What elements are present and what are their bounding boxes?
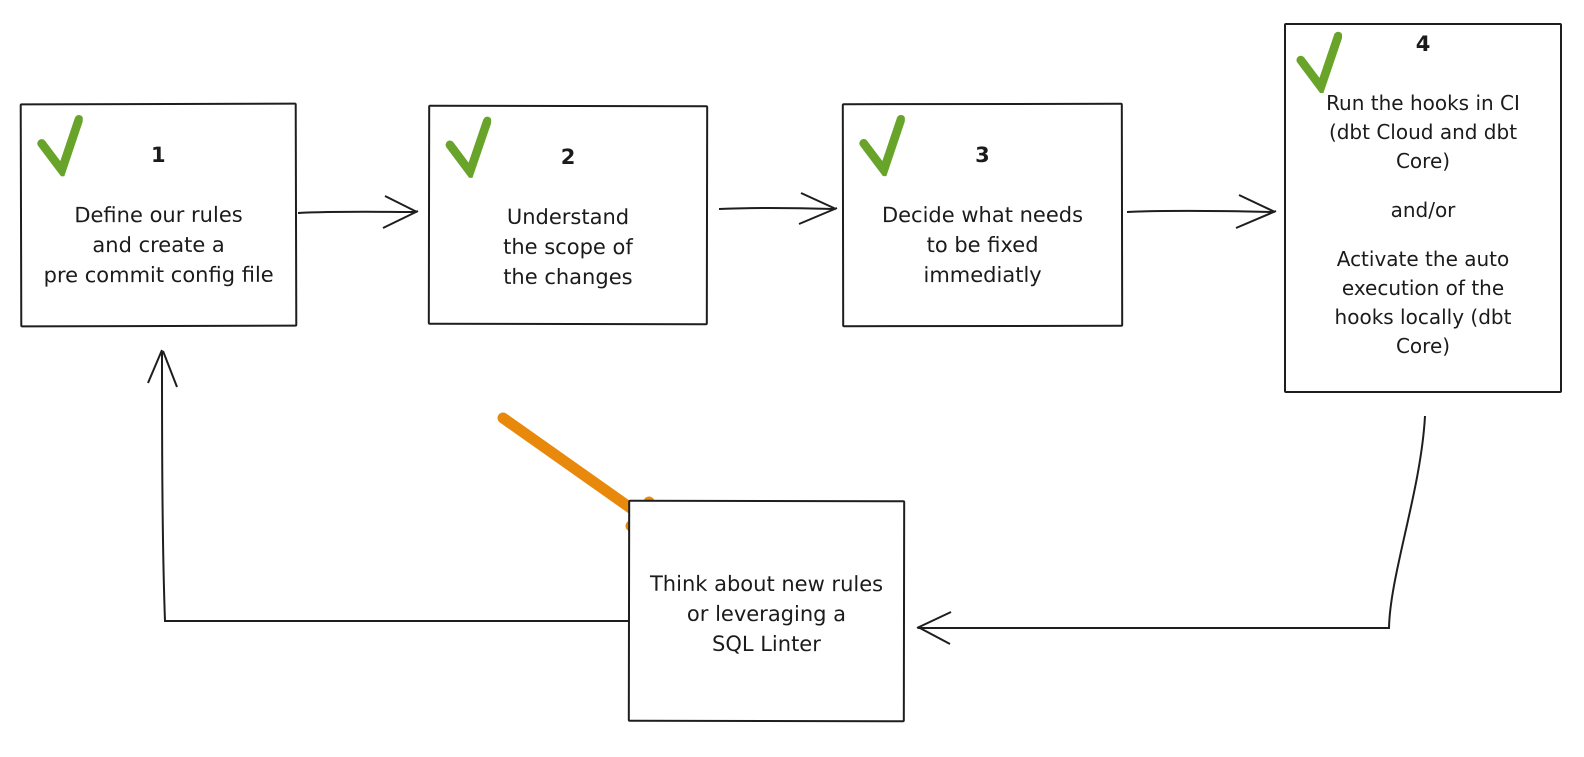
arrow-step3-to-step4: [1126, 194, 1277, 229]
step-text: Run the hooks in CI (dbt Cloud and dbt C…: [1286, 89, 1560, 361]
arrow-step1-to-step2: [297, 195, 419, 229]
step-text-line: Core): [1395, 149, 1451, 173]
arrow-step2-to-step3: [718, 192, 838, 225]
step-text-line: (dbt Cloud and dbt: [1328, 120, 1518, 144]
check-icon: [859, 114, 905, 177]
node-feedback-loop: Think about new rules or leveraging a SQ…: [627, 499, 906, 723]
step-text-line: SQL Linter: [711, 631, 821, 657]
step-number: 4: [1415, 32, 1431, 56]
step-text: Define our rules and create a pre commit…: [22, 200, 295, 291]
step-text-line: and create a: [92, 232, 225, 258]
step-text-line: Core): [1395, 334, 1451, 358]
step-text-line: to be fixed: [926, 232, 1039, 258]
step-text-line: and/or: [1390, 198, 1456, 222]
step-text: Decide what needs to be fixed immediatly: [844, 200, 1121, 290]
node-step2: 2 Understand the scope of the changes: [427, 104, 709, 326]
step-text: Think about new rules or leveraging a SQ…: [630, 569, 903, 659]
check-icon: [37, 115, 83, 177]
check-icon: [1296, 31, 1342, 93]
step-number: 2: [560, 144, 576, 170]
step-text-line: [1286, 225, 1560, 245]
step-text-line: the scope of: [503, 234, 633, 260]
step-text-line: immediatly: [923, 262, 1042, 288]
step-text-line: Run the hooks in CI: [1326, 91, 1520, 115]
step-number: 1: [150, 142, 166, 168]
node-step4: 4 Run the hooks in CI (dbt Cloud and dbt…: [1284, 23, 1562, 393]
step-text-line: or leveraging a: [686, 601, 847, 627]
node-step3: 3 Decide what needs to be fixed immediat…: [841, 102, 1124, 328]
arrow-loop-to-step1: [147, 349, 628, 622]
step-text-line: pre commit config file: [43, 262, 274, 288]
step-text-line: hooks locally (dbt: [1334, 305, 1512, 329]
arrow-step4-to-loop: [916, 415, 1426, 645]
step-text-line: Decide what needs: [881, 202, 1084, 228]
step-text-line: execution of the: [1341, 276, 1505, 300]
check-icon: [445, 116, 492, 178]
step-number: 3: [975, 142, 990, 168]
step-text-line: [1286, 176, 1560, 196]
node-step1: 1 Define our rules and create a pre comm…: [19, 102, 298, 328]
step-text-line: the changes: [503, 264, 633, 290]
step-text: Understand the scope of the changes: [430, 202, 706, 292]
step-text-line: Define our rules: [74, 202, 243, 228]
step-text-line: Activate the auto: [1336, 247, 1510, 271]
step-text-line: Understand: [506, 204, 630, 230]
step-text-line: Think about new rules: [649, 571, 884, 597]
